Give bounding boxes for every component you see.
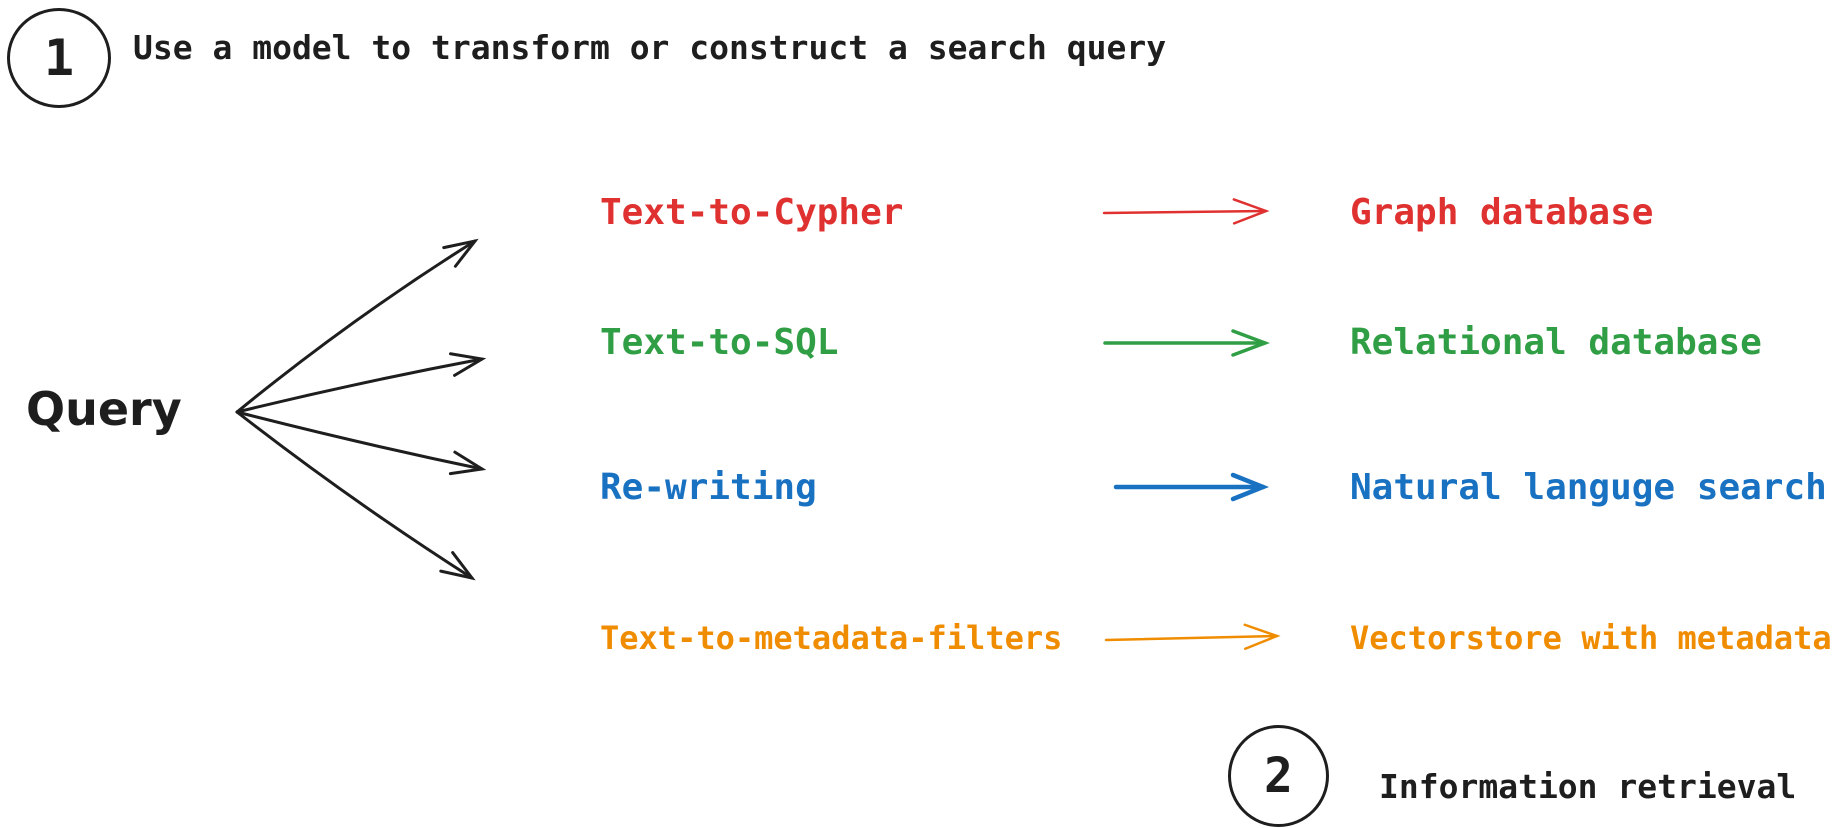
step-2-number: 2 (1264, 748, 1293, 804)
method-label-text-to-cypher: Text-to-Cypher (600, 192, 904, 233)
fan-arrow-to-text-to-metadata-filters (235, 410, 476, 581)
fan-arrow-to-text-to-cypher (235, 238, 479, 414)
step-2-badge: 2 (1228, 725, 1329, 827)
method-label-re-writing: Re-writing (600, 467, 817, 508)
step-2-title: Information retrieval (1379, 767, 1797, 806)
step-1-title: Use a model to transform or construct a … (133, 28, 1167, 67)
fan-arrow-to-text-to-sql (235, 352, 487, 414)
arrow-to-vectorstore (1104, 623, 1281, 650)
target-label-vectorstore-with-metadata: Vectorstore with metadata (1350, 619, 1832, 657)
step-1-number: 1 (43, 29, 75, 87)
fan-arrow-to-re-writing (235, 410, 487, 476)
target-label-relational-database: Relational database (1350, 322, 1762, 363)
query-node: Query (26, 382, 182, 436)
step-1-badge: 1 (7, 8, 111, 108)
method-label-text-to-metadata-filters: Text-to-metadata-filters (600, 619, 1063, 657)
arrow-to-graph-database (1102, 198, 1270, 225)
target-label-graph-database: Graph database (1350, 192, 1654, 233)
method-label-text-to-sql: Text-to-SQL (600, 322, 839, 363)
target-label-natural-language-search: Natural languge search (1350, 467, 1827, 508)
